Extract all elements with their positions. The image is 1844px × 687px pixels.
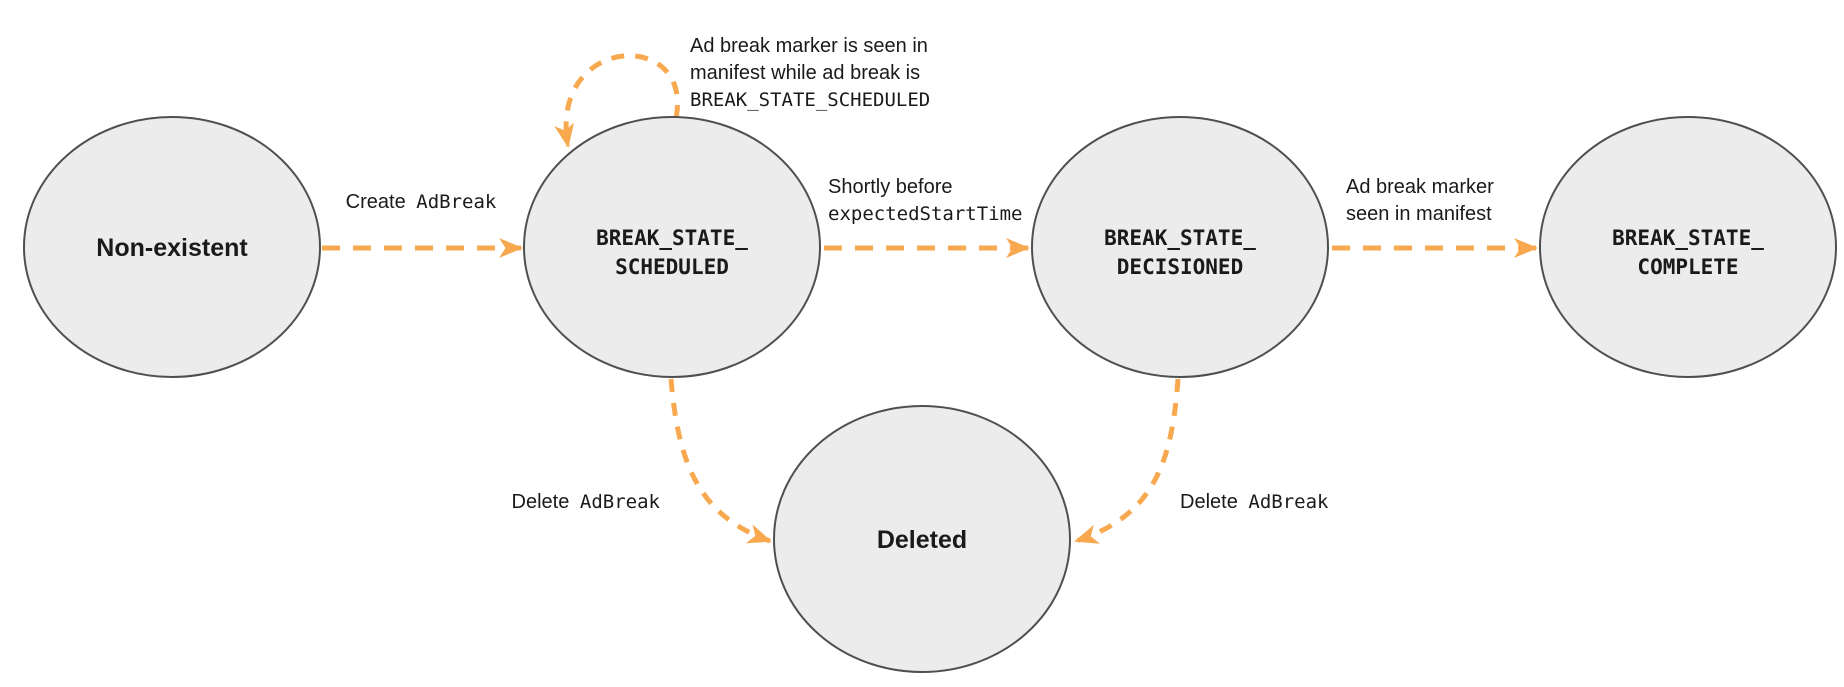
delete-right-label-code: AdBreak [1248,491,1329,513]
transition-label-delete-adbreak-left: Delete AdBreak [512,491,661,513]
marker-seen-label-line1: Ad break marker [1346,176,1494,198]
self-loop-label-code-line: BREAK_STATE_SCHEDULED [690,89,930,111]
state-label-scheduled-line2: SCHEDULED [615,255,729,279]
delete-left-label-code: AdBreak [580,491,661,513]
shortly-before-label-line1: Shortly before [828,176,953,198]
self-loop-label-line1: Ad break marker is seen in [690,35,928,57]
transition-label-shortly-before: Shortly before expectedStartTime [828,176,1022,225]
transition-label-marker-seen: Ad break marker seen in manifest [1346,176,1494,225]
state-label-decisioned-line1: BREAK_STATE_ [1104,226,1256,250]
delete-left-label-text: Delete [512,491,570,513]
arrow-scheduled-to-deleted [668,378,772,544]
arrow-decisioned-to-deleted [1074,378,1181,544]
transition-label-self-loop: Ad break marker is seen in manifest whil… [690,35,930,111]
create-label-code: AdBreak [416,191,497,213]
state-node-break-state-scheduled: BREAK_STATE_ SCHEDULED [523,116,821,378]
shortly-before-label-code-line: expectedStartTime [828,203,1022,225]
arrow-self-loop-scheduled [554,53,681,148]
state-label-scheduled-line1: BREAK_STATE_ [596,226,748,250]
state-label-complete-line1: BREAK_STATE_ [1612,226,1764,250]
transition-label-delete-adbreak-right: Delete AdBreak [1180,491,1329,513]
self-loop-label-line2: manifest while ad break is [690,62,920,84]
state-node-deleted: Deleted [773,405,1071,673]
state-node-break-state-complete: BREAK_STATE_ COMPLETE [1539,116,1837,378]
state-node-non-existent: Non-existent [23,116,321,378]
state-label-deleted: Deleted [877,526,967,554]
state-label-non-existent: Non-existent [96,234,248,262]
state-label-complete-line2: COMPLETE [1637,255,1738,279]
state-node-break-state-decisioned: BREAK_STATE_ DECISIONED [1031,116,1329,378]
state-label-decisioned-line2: DECISIONED [1117,255,1243,279]
delete-right-label-text: Delete [1180,491,1238,513]
marker-seen-label-line2: seen in manifest [1346,203,1492,225]
transition-label-create-adbreak: Create AdBreak [346,191,497,213]
create-label-text: Create [346,191,406,213]
